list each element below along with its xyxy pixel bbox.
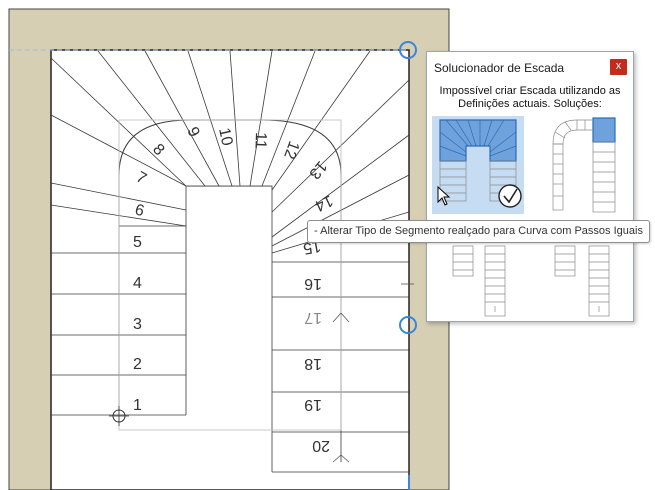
tread-label-11: 11 bbox=[251, 132, 269, 149]
room-interior bbox=[50, 49, 410, 490]
solution-tooltip: - Alterar Tipo de Segmento realçado para… bbox=[307, 220, 650, 243]
solution-option-landing[interactable] bbox=[547, 116, 623, 214]
dialog-message-line1: Impossível criar Escada utilizando as bbox=[439, 85, 621, 97]
tread-label-19: 19 bbox=[304, 396, 322, 413]
dialog-message: Impossível criar Escada utilizando as De… bbox=[431, 85, 629, 111]
tread-label-2: 2 bbox=[133, 356, 142, 373]
selection-handle-mid bbox=[399, 316, 417, 334]
tread-label-4: 4 bbox=[133, 275, 142, 292]
dialog-title: Solucionador de Escada bbox=[434, 61, 565, 75]
tread-label-12: 12 bbox=[280, 139, 302, 162]
tread-label-20: 20 bbox=[312, 437, 330, 454]
mouse-pointer-icon bbox=[437, 186, 451, 206]
solution-option-curve[interactable] bbox=[432, 116, 524, 214]
tread-label-3: 3 bbox=[133, 316, 142, 333]
close-button[interactable]: x bbox=[610, 59, 627, 75]
solution-option-straight-a[interactable] bbox=[449, 244, 515, 318]
tread-label-6: 6 bbox=[133, 201, 146, 220]
stair-solver-dialog: Solucionador de Escada x Impossível cria… bbox=[426, 51, 634, 322]
tread-label-1: 1 bbox=[133, 397, 142, 414]
tread-label-5: 5 bbox=[133, 234, 142, 251]
tread-label-17: 17 bbox=[304, 309, 322, 326]
checkmark-icon bbox=[498, 184, 522, 208]
solution-option-straight-b[interactable] bbox=[551, 244, 617, 318]
tread-label-18: 18 bbox=[304, 355, 322, 372]
dialog-message-line2: Definições actuais. Soluções: bbox=[458, 98, 602, 110]
tread-label-14: 14 bbox=[312, 191, 335, 214]
tread-label-10: 10 bbox=[215, 126, 235, 147]
selection-handle-top bbox=[399, 41, 417, 59]
tread-label-16: 16 bbox=[304, 275, 322, 292]
